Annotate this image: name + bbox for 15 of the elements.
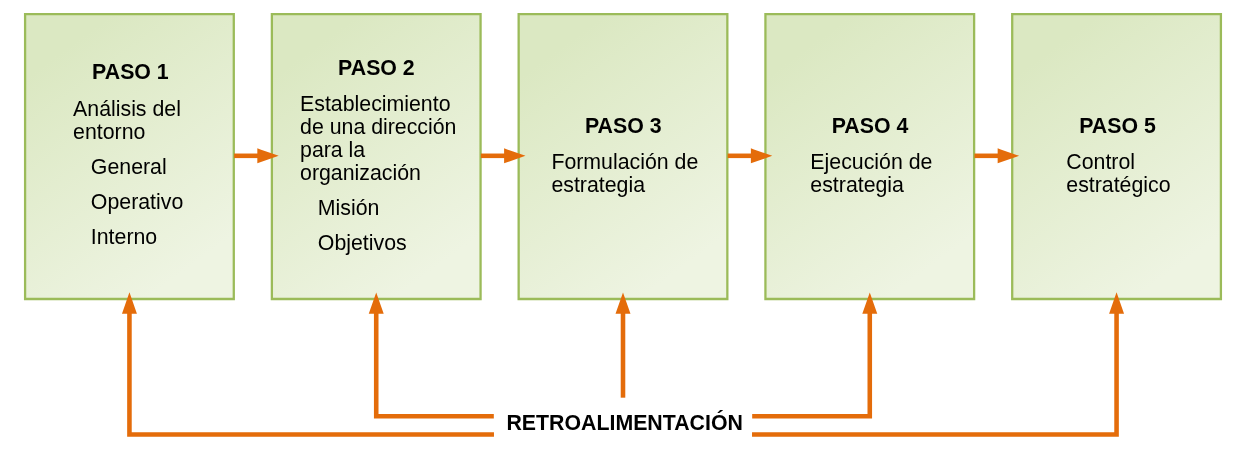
arrow	[233, 148, 279, 164]
arrow	[121, 292, 494, 437]
arrow	[751, 292, 1124, 437]
node-box: PASO 1 Análisis del entorno General Operativo Interno	[23, 13, 235, 301]
node-box: PASO 5 Control estratégico	[1010, 13, 1222, 301]
arrow	[751, 292, 877, 419]
node-box: PASO 4 Ejecución de estrategia	[763, 13, 975, 301]
arrow	[727, 148, 772, 164]
arrow	[615, 292, 630, 398]
node-box: PASO 3 Formulación de estrategia	[517, 13, 728, 301]
arrow	[368, 292, 494, 419]
arrow	[973, 148, 1019, 164]
node-text: RETROALIMENTACIÓN	[505, 410, 743, 435]
arrow	[480, 148, 525, 164]
node-box: PASO 2 Establecimiento de una dirección para la organización Misión Objetivos	[270, 13, 482, 301]
